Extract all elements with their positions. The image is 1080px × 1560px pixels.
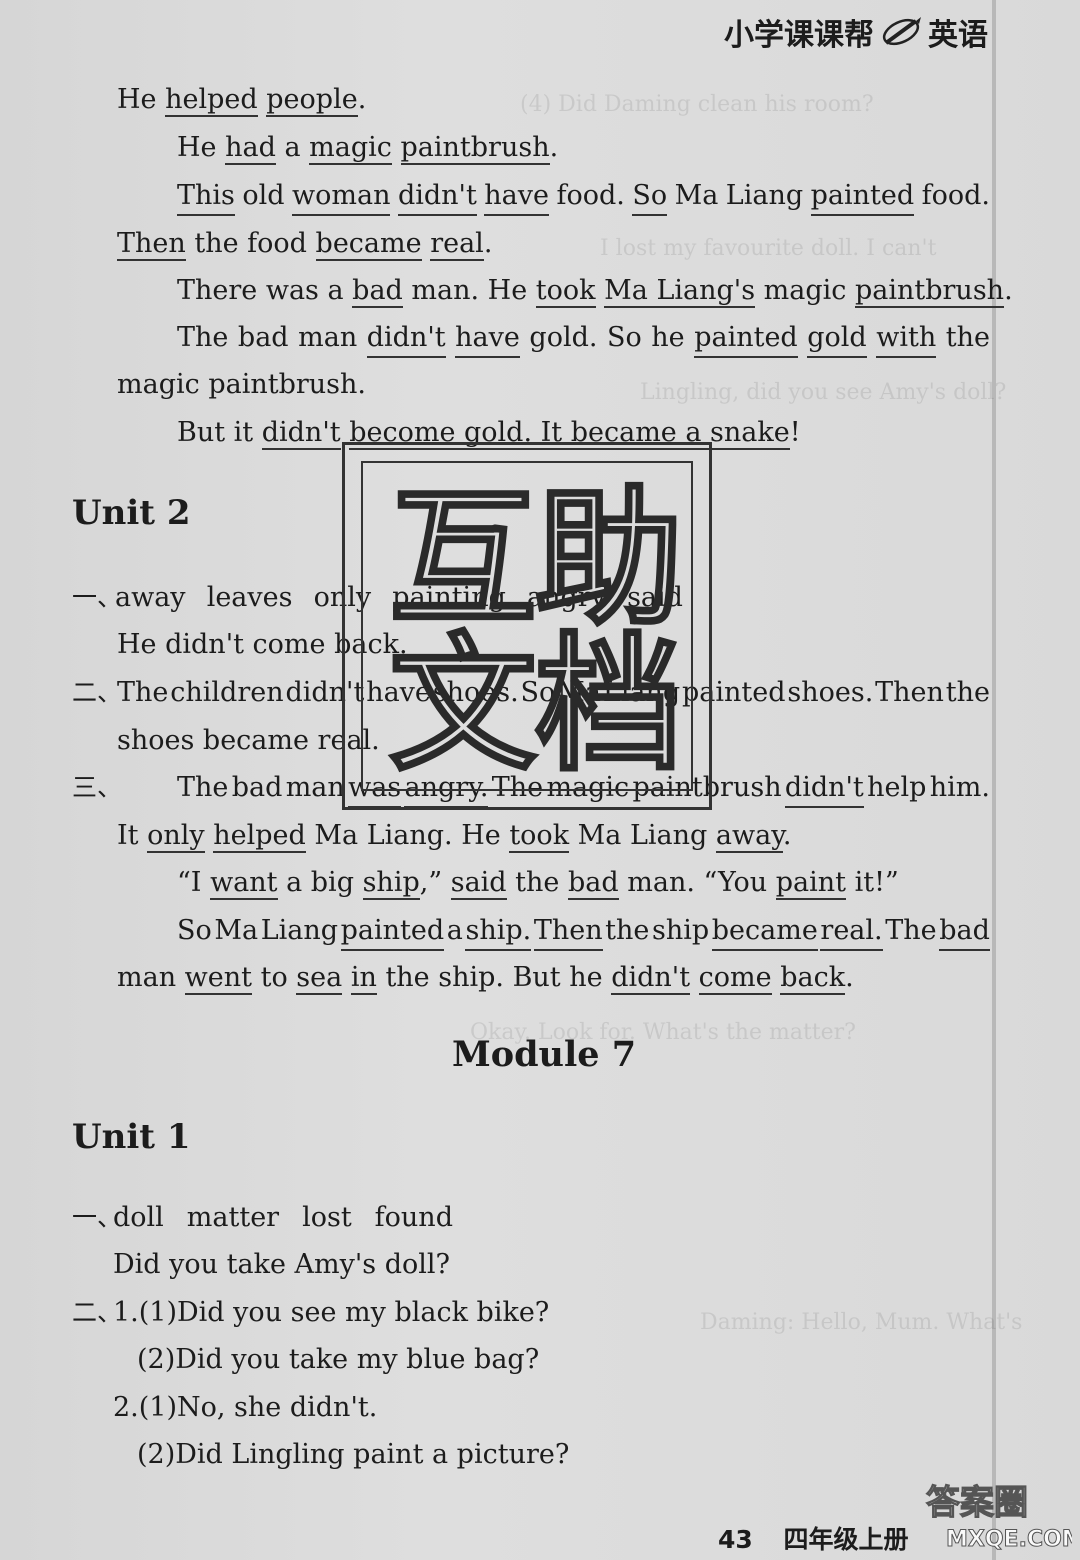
unit2-section3-line5: man went to sea in the ship. But he didn… bbox=[117, 962, 854, 995]
passage-line-5: There was a bad man. He took Ma Liang's … bbox=[177, 275, 1013, 308]
bleed-through-text: Lingling, did you see Amy's doll? bbox=[640, 380, 1007, 405]
module7-q2b: (2)Did Lingling paint a picture? bbox=[137, 1439, 570, 1470]
module7-q1: 1.(1)Did you see my black bike? bbox=[113, 1297, 550, 1328]
module7-section2-label: 二、 bbox=[72, 1298, 123, 1327]
brand-subject: 英语 bbox=[928, 18, 988, 53]
module7-section1-label: 一、 bbox=[72, 1203, 123, 1232]
page-footer: 43 四年级上册 bbox=[718, 1520, 909, 1556]
unit2-heading: Unit 2 bbox=[72, 493, 191, 533]
unit2-section3-line3: “I want a big ship,” said the bad man. “… bbox=[177, 867, 899, 900]
module7-title: Module 7 bbox=[452, 1034, 637, 1075]
svg-text:答案圈: 答案圈 bbox=[926, 1483, 1028, 1523]
module7-q1b: (2)Did you take my blue bag? bbox=[137, 1344, 540, 1375]
brand-title: 小学课课帮 bbox=[724, 18, 874, 53]
passage-line-2: He had a magic paintbrush. bbox=[177, 132, 559, 165]
unit2-section1-label: 一、 bbox=[72, 583, 123, 612]
bleed-through-text: (4) Did Daming clean his room? bbox=[520, 92, 874, 117]
page-edge bbox=[992, 0, 996, 1560]
header-brand: 小学课课帮 英语 bbox=[724, 10, 988, 54]
passage-line-1: He helped people. bbox=[117, 84, 367, 117]
module7-q2: 2.(1)No, she didn't. bbox=[113, 1392, 378, 1423]
stamp-char: 档 bbox=[534, 619, 685, 791]
watermark-stamp: 互 助 文 档 bbox=[342, 442, 712, 810]
unit2-section1-sentence: He didn't come back. bbox=[117, 629, 408, 660]
bleed-through-text: I lost my favourite doll. I can't bbox=[600, 236, 937, 261]
unit2-section2-label: 二、 bbox=[72, 678, 123, 707]
stamp-char: 助 bbox=[534, 473, 685, 645]
stamp-char: 互 bbox=[388, 473, 539, 645]
page-number: 43 bbox=[718, 1525, 753, 1554]
answer-site-watermark-logo: 答案圈 MXQE.COM bbox=[925, 1482, 1072, 1552]
svg-text:MXQE.COM: MXQE.COM bbox=[946, 1527, 1072, 1552]
bleed-through-text: Okay. Look for. What's the matter? bbox=[470, 1020, 856, 1045]
bleed-through-text: Daming: Hello, Mum. What's bbox=[700, 1310, 1023, 1335]
module7-unit1-heading: Unit 1 bbox=[72, 1117, 191, 1157]
stamp-char: 文 bbox=[388, 619, 539, 791]
pencil-logo-icon bbox=[882, 17, 921, 46]
passage-line-4: Then the food became real. bbox=[117, 228, 493, 261]
unit2-section3-label: 三、 bbox=[72, 773, 123, 802]
passage-line-7: magic paintbrush. bbox=[117, 369, 366, 400]
grade-label: 四年级上册 bbox=[783, 1525, 909, 1554]
unit2-section2-line2: shoes became real. bbox=[117, 725, 380, 756]
module7-section1-sentence: Did you take Amy's doll? bbox=[113, 1249, 450, 1280]
unit2-section3-line2: It only helped Ma Liang. He took Ma Lian… bbox=[117, 820, 792, 853]
